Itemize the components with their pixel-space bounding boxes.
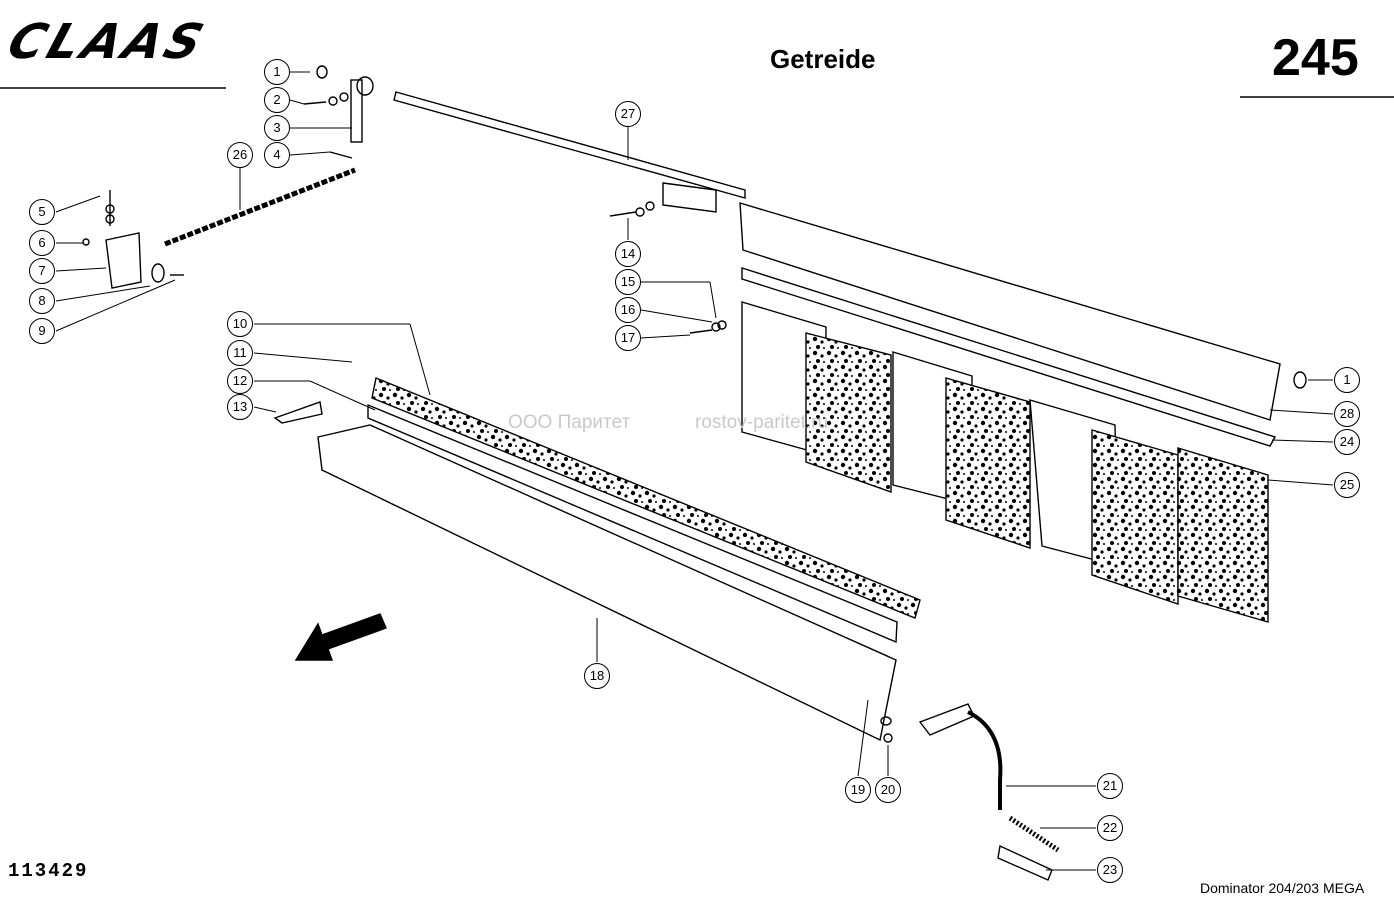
callout-15: 15 [615,269,641,295]
callout-16: 16 [615,297,641,323]
callout-4: 4 [264,142,290,168]
section-title: Getreide [770,44,876,74]
callout-3: 3 [264,115,290,141]
callout-1: 1 [264,59,290,85]
callout-6: 6 [29,230,55,256]
callout-21: 21 [1097,773,1123,799]
callout-11: 11 [227,340,253,366]
watermark-site: rostov-paritet.ru [695,412,829,433]
page-number: 245 [1272,29,1359,87]
callout-22: 22 [1097,815,1123,841]
callout-14: 14 [615,241,641,267]
callout-5: 5 [29,199,55,225]
callout-28: 28 [1334,401,1360,427]
drawing-number: 113429 [8,860,89,882]
callout-10: 10 [227,311,253,337]
callout-18: 18 [584,663,610,689]
callout-24: 24 [1334,429,1360,455]
callout-1-right: 1 [1334,367,1360,393]
callout-9: 9 [29,318,55,344]
callout-8: 8 [29,288,55,314]
callout-27: 27 [615,101,641,127]
callout-12: 12 [227,368,253,394]
callout-13: 13 [227,394,253,420]
callout-25: 25 [1334,472,1360,498]
callout-20: 20 [875,777,901,803]
callout-17: 17 [615,325,641,351]
callout-2: 2 [264,87,290,113]
callout-26: 26 [227,142,253,168]
callout-19: 19 [845,777,871,803]
callout-7: 7 [29,258,55,284]
model-name: Dominator 204/203 MEGA [1200,880,1365,896]
watermark-company: ООО Паритет [508,412,631,433]
callout-23: 23 [1097,857,1123,883]
